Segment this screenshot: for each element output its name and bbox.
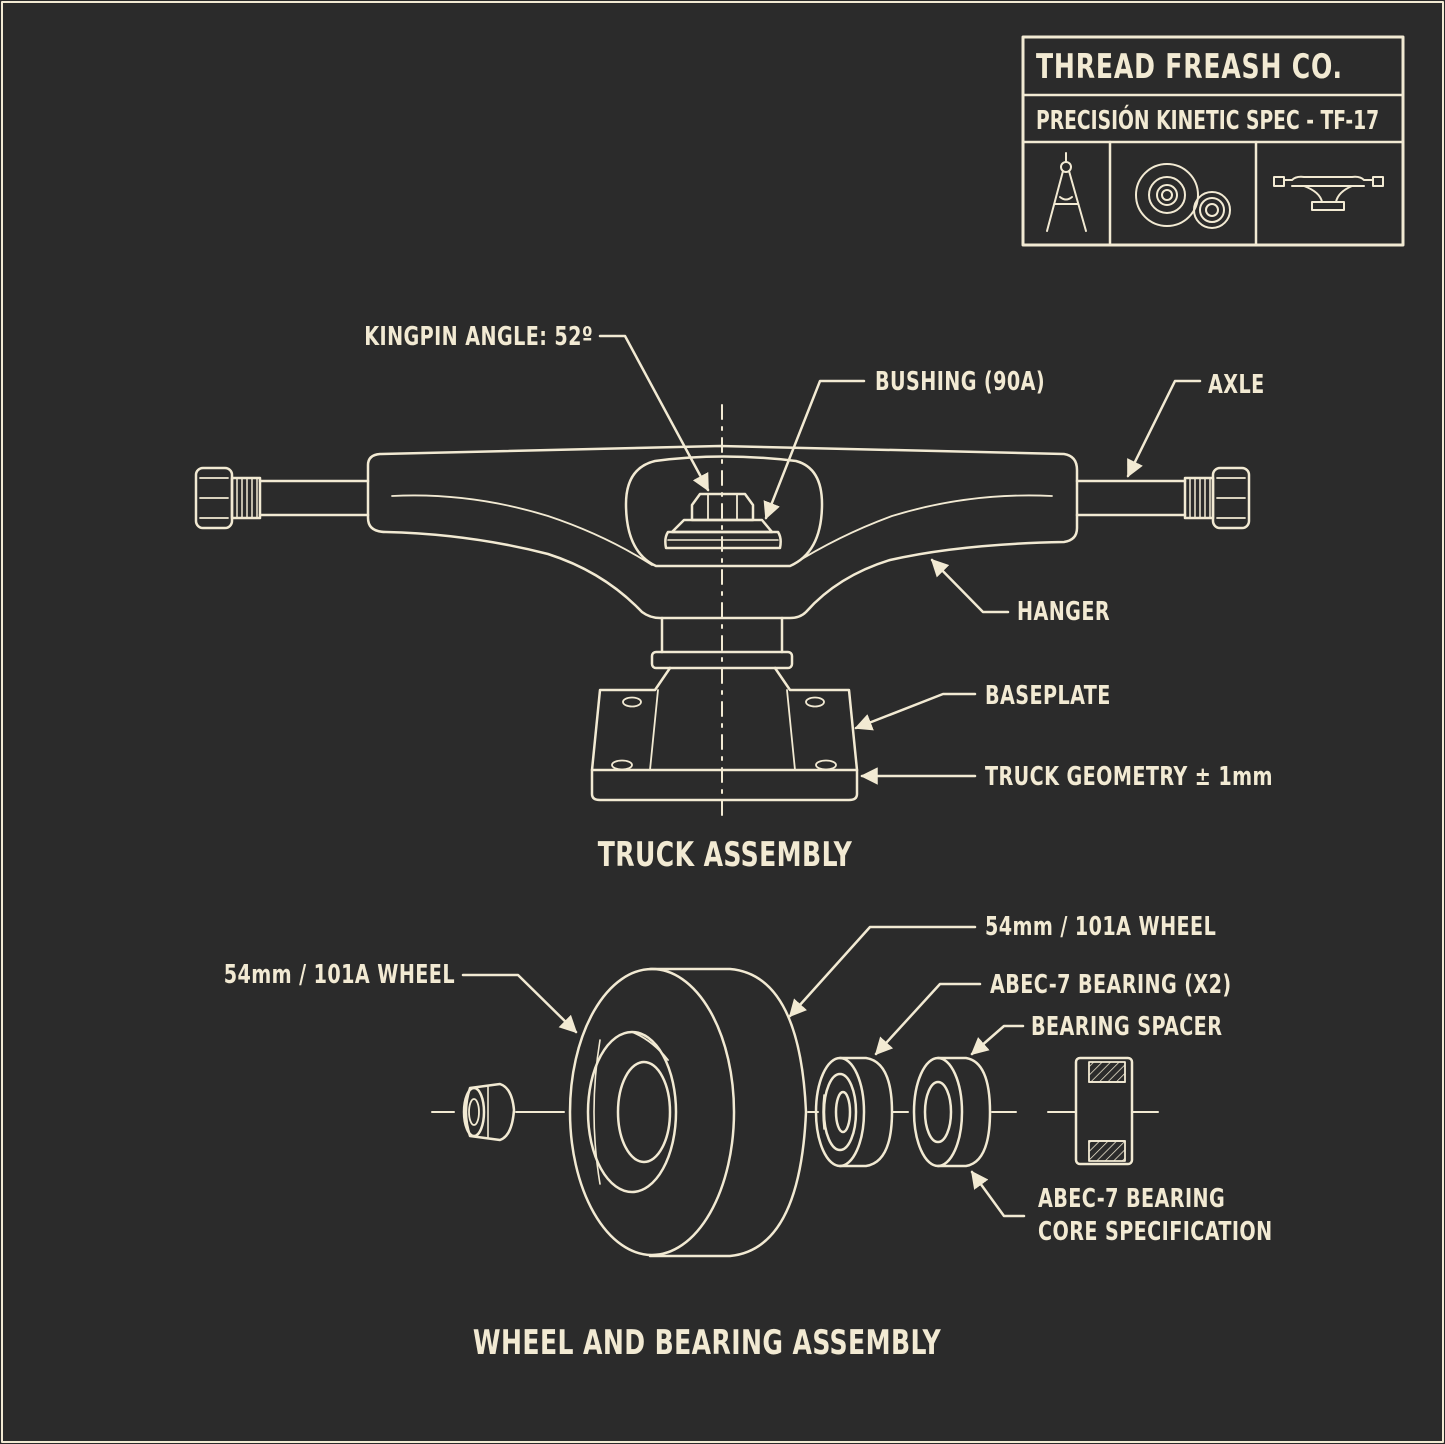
hanger-leader: [930, 558, 1010, 614]
wheel-left-leader: [461, 973, 578, 1034]
right-axle-nut: [1183, 466, 1251, 530]
wheel-right-label: 54mm / 101A WHEEL: [985, 912, 1217, 942]
wheel-body: [568, 967, 808, 1258]
company-name: THREAD FREASH CO.: [1036, 47, 1343, 87]
bearing-leader: [874, 982, 982, 1056]
bushing-label: BUSHING (90A): [875, 367, 1046, 397]
core-leader: [970, 1170, 1026, 1218]
kingpin-assembly: [663, 492, 783, 567]
left-axle-nut: [194, 466, 262, 530]
wheel-left-label: 54mm / 101A WHEEL: [223, 960, 455, 990]
axle-leader: [1126, 379, 1202, 478]
baseplate-label: BASEPLATE: [985, 681, 1111, 711]
spec-code: PRECISIÓN KINETIC SPEC - TF-17: [1036, 106, 1380, 136]
geometry-label: TRUCK GEOMETRY ± 1mm: [985, 762, 1273, 792]
spacer-body: [912, 1056, 992, 1168]
core-label-line1: ABEC-7 BEARING: [1038, 1184, 1226, 1214]
spacer-label: BEARING SPACER: [1031, 1012, 1223, 1042]
bearing-body: [814, 1056, 894, 1168]
bushing-leader: [763, 379, 866, 520]
truck-caption: TRUCK ASSEMBLY: [597, 835, 853, 875]
bearing-label: ABEC-7 BEARING (X2): [990, 970, 1232, 1000]
truck-leaders: [598, 334, 1202, 785]
truck-drawing: [194, 404, 1251, 816]
kingpin-leader: [598, 334, 710, 492]
wheel-leaders: [461, 925, 1026, 1218]
wheel-drawing: [431, 967, 1159, 1258]
baseplate-body: [590, 666, 859, 802]
truck-icon: [1273, 175, 1384, 211]
wheel-caption: WHEEL AND BEARING ASSEMBLY: [472, 1323, 942, 1363]
hanger-outline: [366, 444, 1079, 620]
hanger-label: HANGER: [1017, 597, 1111, 627]
baseplate-leader: [854, 692, 977, 731]
axle-label: AXLE: [1208, 370, 1265, 400]
compass-icon: [1046, 152, 1087, 232]
kingpin-label: KINGPIN ANGLE: 52º: [364, 322, 593, 352]
lock-nut: [462, 1082, 516, 1142]
spacer-cross-section: [1074, 1056, 1134, 1166]
spacer-leader: [970, 1024, 1025, 1056]
core-label-line2: CORE SPECIFICATION: [1038, 1217, 1273, 1247]
wheel-right-leader: [788, 925, 977, 1018]
bushing-pocket: [624, 455, 824, 568]
wheel-bearing-icon: [1135, 163, 1231, 229]
title-block: [1021, 35, 1405, 247]
